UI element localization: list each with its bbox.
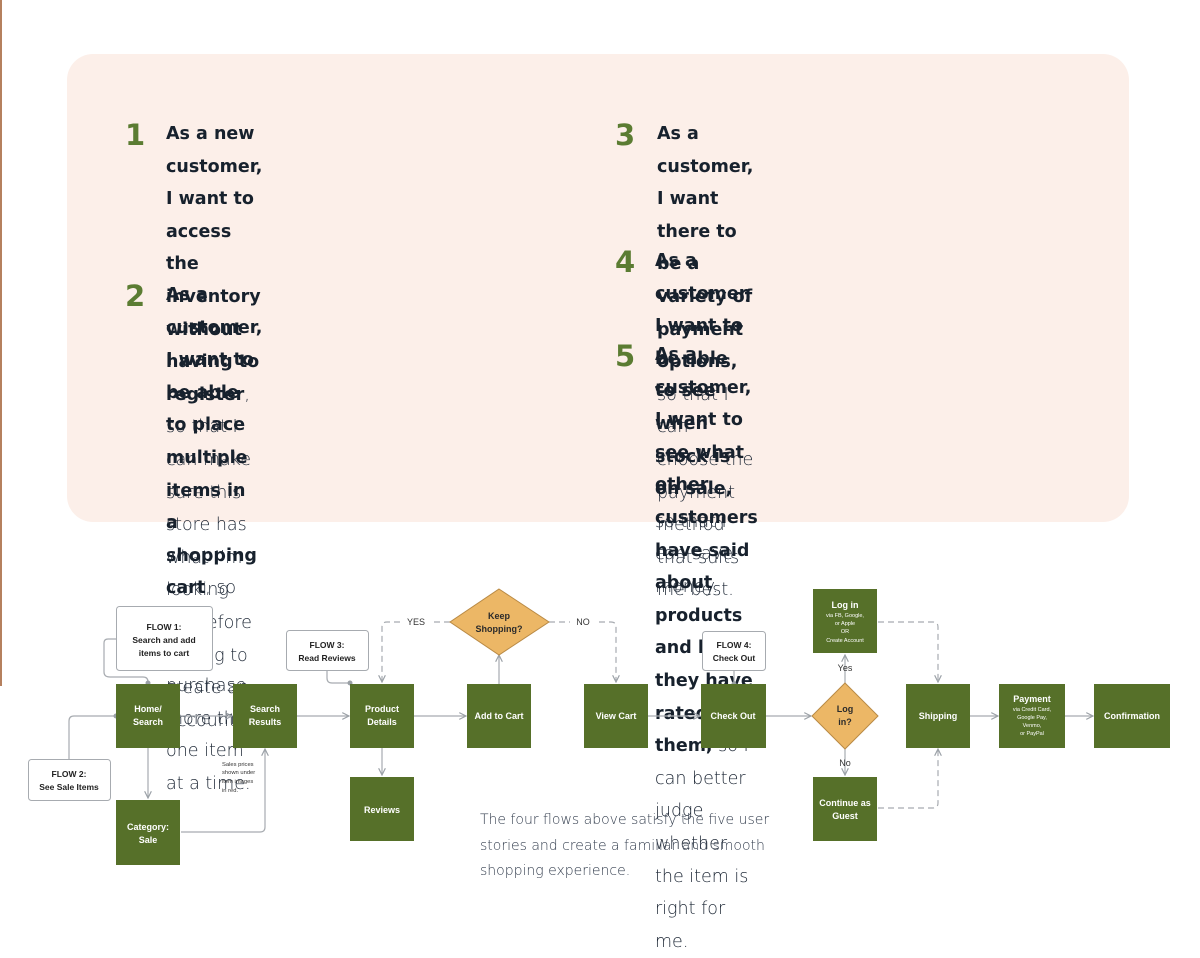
svg-text:via FB, Google,: via FB, Google,: [826, 613, 864, 619]
svg-text:Shipping: Shipping: [919, 711, 958, 721]
svg-text:FLOW 1:: FLOW 1:: [147, 622, 182, 632]
box-payment: Payment via Credit Card, Google Pay, Ven…: [999, 684, 1065, 748]
svg-text:FLOW 4:: FLOW 4:: [717, 640, 752, 650]
edge-label-yes-login: Yes: [838, 663, 853, 673]
svg-text:FLOW 2:: FLOW 2:: [52, 769, 87, 779]
story-number: 3: [615, 118, 636, 152]
svg-text:Search: Search: [250, 704, 280, 714]
svg-text:Reviews: Reviews: [364, 805, 400, 815]
svg-text:Home/: Home/: [134, 704, 162, 714]
edge-label-yes: YES: [407, 617, 425, 627]
svg-text:Venmo,: Venmo,: [1023, 723, 1042, 729]
left-edge-rule: [0, 0, 2, 686]
edge-login-to-shipping: [878, 621, 938, 682]
svg-text:Log: Log: [837, 704, 854, 714]
flow1-connector: [103, 638, 149, 683]
box-continue-as-guest: Continue as Guest: [813, 777, 877, 841]
edge-category-to-results: [181, 749, 265, 833]
box-log-in: Log in via FB, Google, or Apple OR Creat…: [813, 589, 877, 653]
flow-summary-note: The four flows above satisfy the five us…: [480, 812, 770, 879]
box-home-search: Home/ Search: [116, 684, 180, 748]
box-confirmation: Confirmation: [1094, 684, 1170, 748]
svg-text:View Cart: View Cart: [596, 711, 637, 721]
svg-text:Sale: Sale: [139, 835, 158, 845]
svg-text:in?: in?: [838, 717, 852, 727]
edge-keep-shopping-yes: [382, 621, 450, 682]
svg-text:item images: item images: [222, 779, 253, 785]
svg-text:or PayPal: or PayPal: [1020, 731, 1044, 737]
box-view-cart: View Cart: [584, 684, 648, 748]
svg-text:Check Out: Check Out: [710, 711, 755, 721]
story-number: 4: [615, 245, 636, 279]
svg-text:Continue as: Continue as: [819, 798, 871, 808]
edge-label-no-login: No: [839, 758, 851, 768]
svg-text:OR: OR: [841, 629, 849, 635]
box-reviews: Reviews: [350, 777, 414, 841]
edge-keep-shopping-no: [549, 621, 616, 682]
svg-text:items to cart: items to cart: [139, 648, 190, 658]
flow-label-1: FLOW 1: Search and add items to cart: [116, 606, 213, 671]
box-check-out: Check Out: [701, 684, 766, 748]
user-stories-card: 1 As a new customer, I want to access th…: [67, 54, 1129, 952]
story-number: 5: [615, 339, 636, 373]
svg-text:See Sale Items: See Sale Items: [39, 782, 99, 792]
story-number: 2: [125, 279, 146, 313]
svg-text:Create Account: Create Account: [826, 638, 864, 644]
flow-label-2: FLOW 2: See Sale Items: [28, 759, 111, 801]
svg-text:Search and add: Search and add: [132, 635, 195, 645]
story-text: As a customer, I want to be able to see …: [655, 251, 752, 597]
user-flow-diagram: YES NO Yes No Home/ Search Search Result…: [28, 588, 1170, 865]
box-product-details: Product Details: [350, 684, 414, 748]
svg-text:Payment: Payment: [1013, 694, 1051, 704]
svg-text:shown under: shown under: [222, 770, 255, 776]
box-category-sale: Category: Sale: [116, 800, 180, 865]
story-text: As a customer, I want there to be a vari…: [657, 124, 754, 601]
svg-text:Results: Results: [249, 717, 282, 727]
flow-label-3: FLOW 3: Read Reviews: [286, 630, 369, 671]
story-number: 1: [125, 118, 146, 152]
svg-text:FLOW 3:: FLOW 3:: [310, 640, 345, 650]
svg-text:Google Pay,: Google Pay,: [1017, 715, 1047, 721]
box-shipping: Shipping: [906, 684, 970, 748]
svg-text:or Apple: or Apple: [835, 621, 855, 627]
svg-text:Read Reviews: Read Reviews: [298, 653, 355, 663]
svg-text:Guest: Guest: [832, 811, 858, 821]
sale-price-annotation: Sales prices shown under item images in …: [222, 762, 255, 794]
svg-text:via Credit Card,: via Credit Card,: [1013, 707, 1052, 713]
box-search-results: Search Results: [233, 684, 297, 748]
svg-text:Confirmation: Confirmation: [1104, 711, 1160, 721]
decision-log-in: Log in?: [811, 682, 879, 750]
svg-text:in red.: in red.: [222, 788, 239, 794]
svg-text:Keep: Keep: [488, 611, 511, 621]
flow3-connector: [326, 670, 351, 684]
box-add-to-cart: Add to Cart: [467, 684, 531, 748]
flow-label-4: FLOW 4: Check Out: [702, 631, 766, 671]
flow2-connector: [68, 715, 116, 759]
edge-guest-to-shipping: [878, 749, 938, 809]
svg-text:Product: Product: [365, 704, 399, 714]
decision-keep-shopping: Keep Shopping?: [449, 588, 550, 656]
svg-text:Details: Details: [367, 717, 397, 727]
story-text: As a customer, I want to see what other …: [655, 345, 758, 952]
svg-text:Category:: Category:: [127, 822, 169, 832]
svg-text:Search: Search: [133, 717, 163, 727]
svg-text:Log in: Log in: [832, 600, 859, 610]
svg-text:Add to Cart: Add to Cart: [475, 711, 524, 721]
edge-label-no: NO: [576, 617, 590, 627]
svg-text:Check Out: Check Out: [713, 653, 756, 663]
svg-text:Shopping?: Shopping?: [476, 624, 523, 634]
story-text: As a customer, I want to be able to plac…: [166, 285, 263, 794]
svg-text:Sales prices: Sales prices: [222, 762, 254, 768]
